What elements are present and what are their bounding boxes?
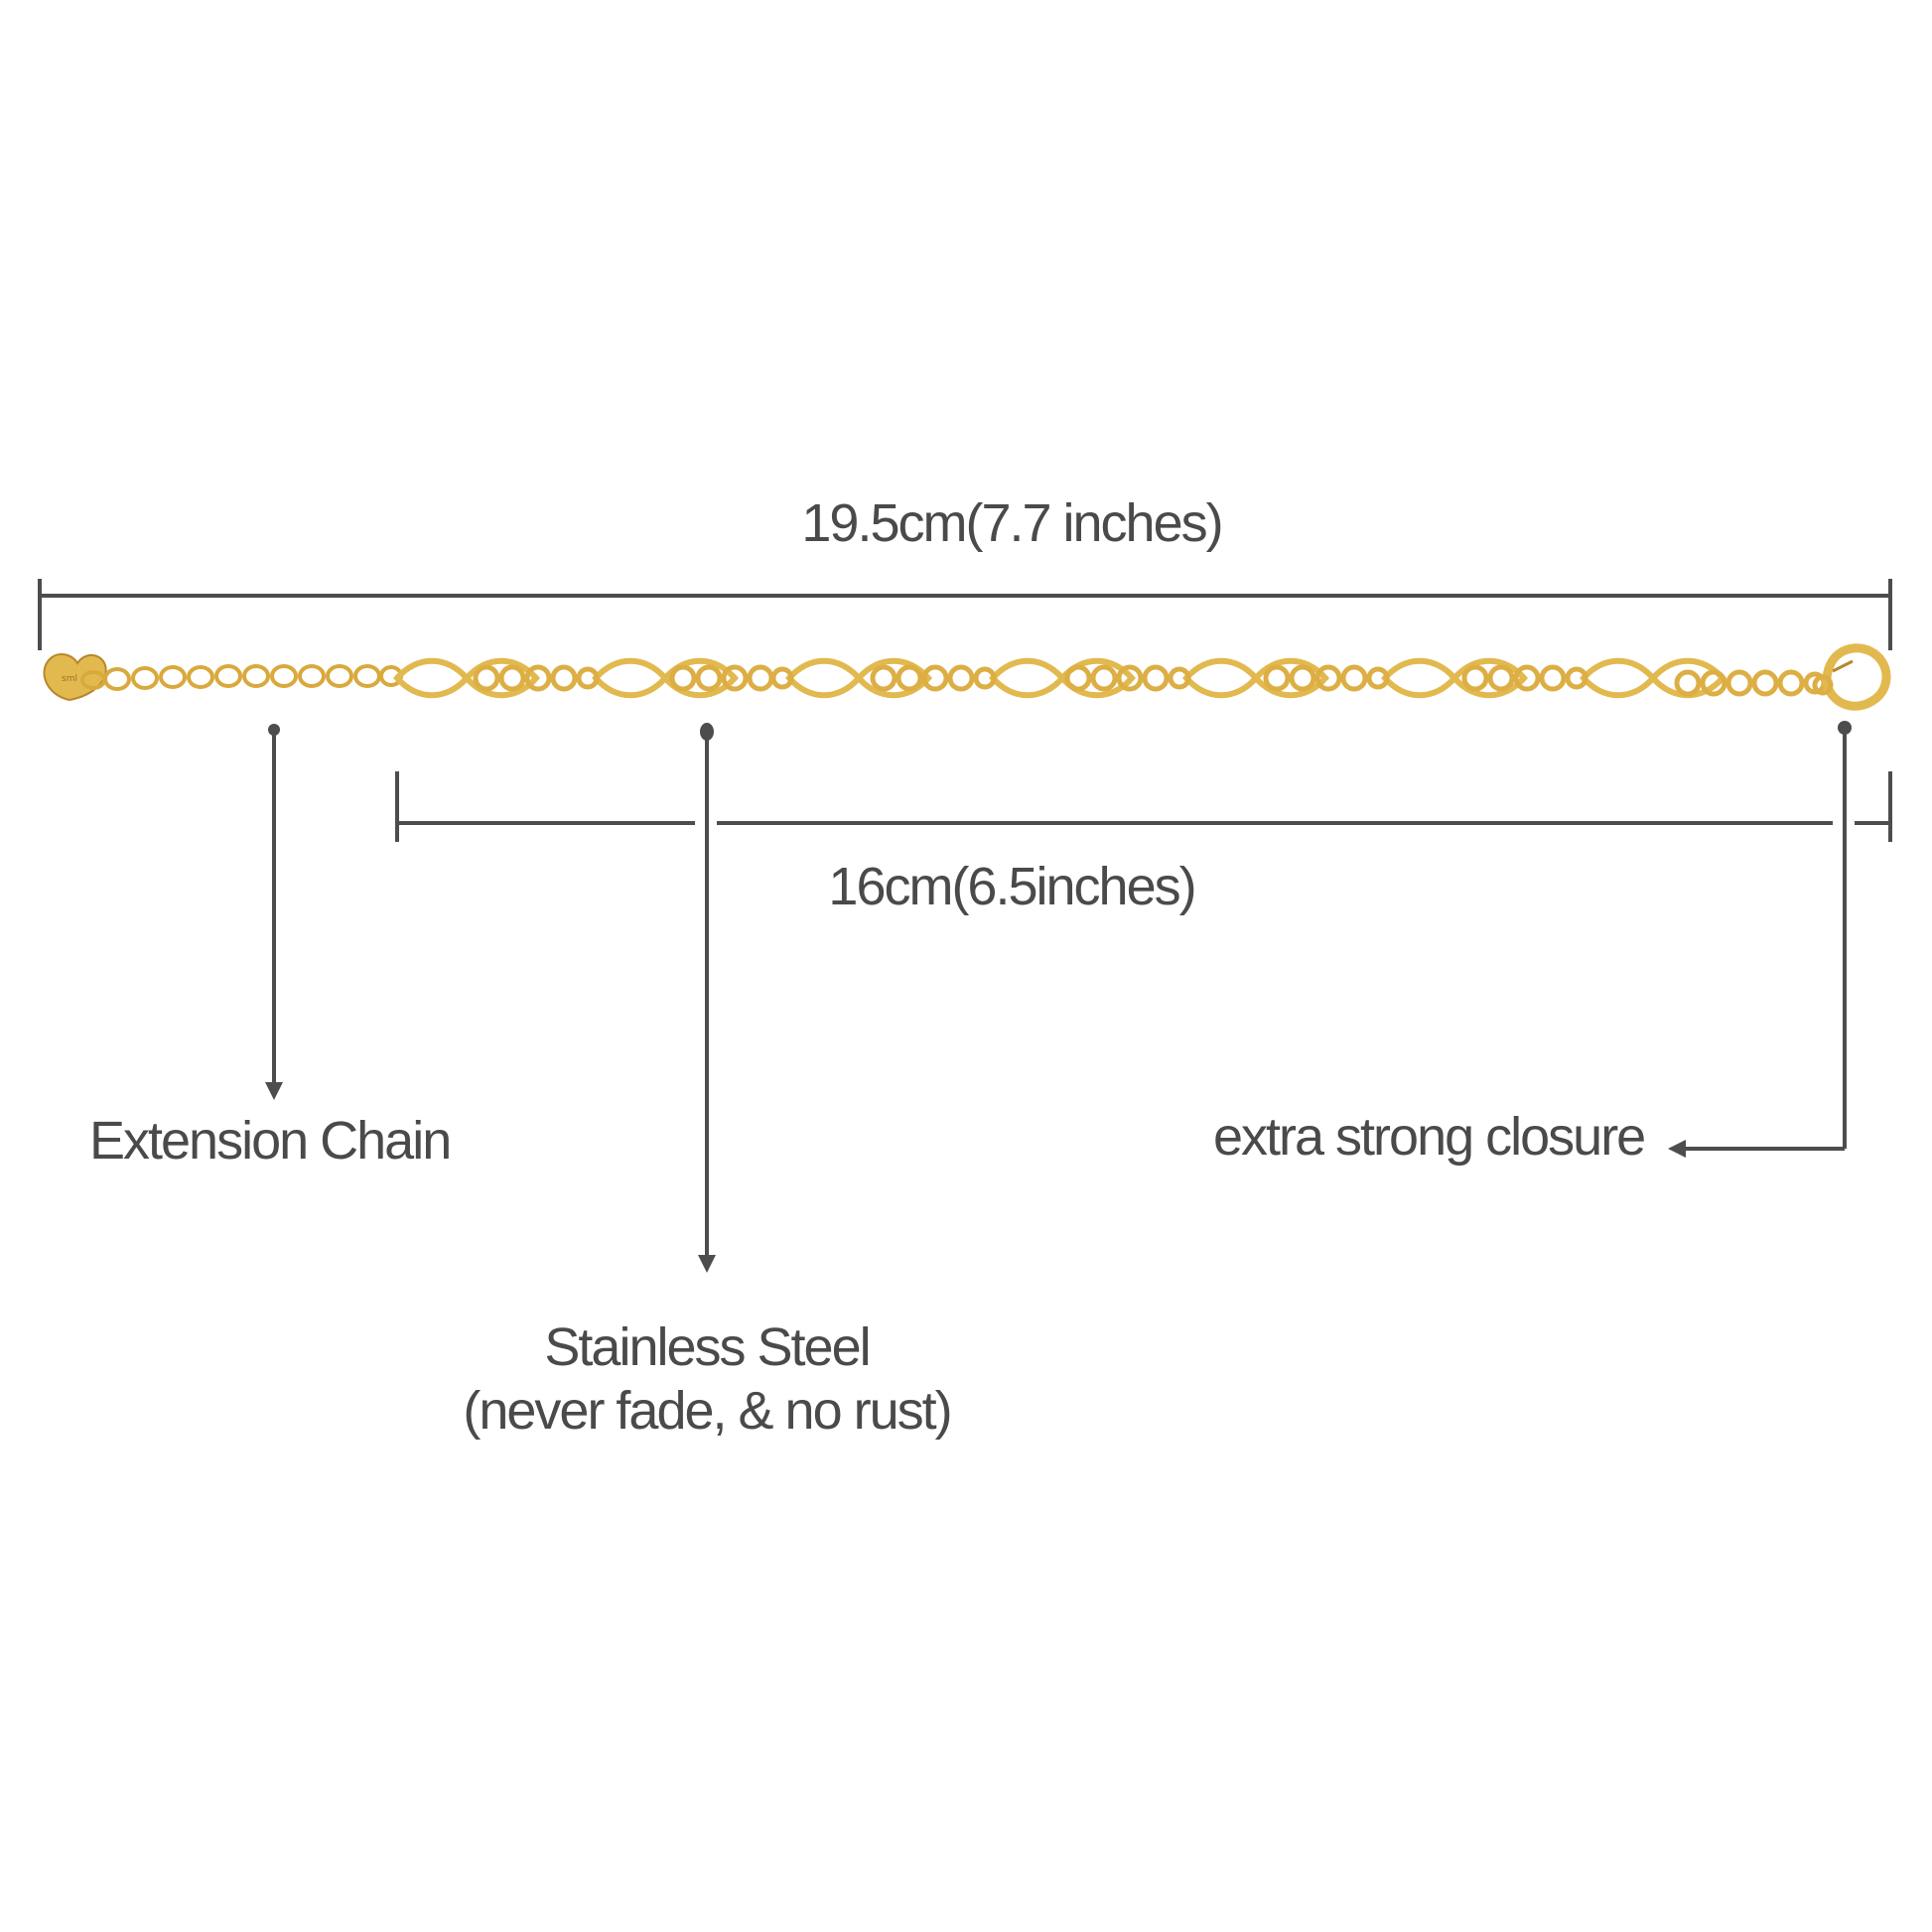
total-length-dimension [38,579,1892,650]
rolo-links [473,664,1827,697]
arrow-left-icon [1668,1140,1686,1158]
closure-callout [1668,721,1852,1158]
stainless-steel-callout [698,723,716,1273]
extension-chain-label: Extension Chain [89,1111,452,1171]
heart-charm-icon: sml [43,653,107,702]
arrow-down-icon [698,1255,716,1273]
inner-length-dimension [395,771,1892,842]
extension-chain-callout [265,724,283,1100]
arrow-down-icon [265,1082,283,1100]
main-chain [393,657,1726,699]
extension-chain [80,664,403,691]
closure-label: extra strong closure [1213,1107,1646,1167]
inner-length-label: 16cm(6.5inches) [828,857,1196,916]
material-title: Stainless Steel [544,1317,871,1377]
lobster-clasp-icon [1812,643,1891,711]
total-length-label: 19.5cm(7.7 inches) [801,493,1223,553]
material-note: (never fade, & no rust) [463,1381,952,1441]
svg-text:sml: sml [62,674,77,684]
bracelet: sml [43,643,1891,711]
